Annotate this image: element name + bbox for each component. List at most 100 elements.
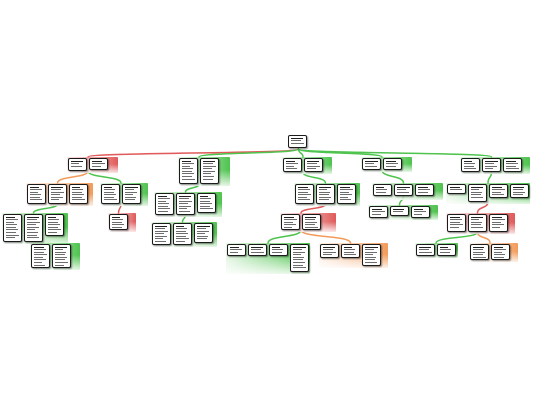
argument-box[interactable]	[101, 184, 120, 204]
box-text-line	[417, 186, 428, 188]
argument-box[interactable]	[295, 184, 314, 204]
argument-box[interactable]	[27, 184, 46, 204]
argument-box[interactable]	[109, 214, 128, 230]
argument-box[interactable]	[411, 206, 430, 218]
argument-box[interactable]	[383, 158, 402, 170]
argument-box[interactable]	[24, 214, 43, 242]
argument-box[interactable]	[437, 244, 456, 256]
box-text-line	[111, 221, 122, 223]
box-text-line	[157, 208, 171, 210]
box-text-line	[375, 186, 384, 188]
argument-box[interactable]	[304, 158, 323, 172]
box-text-line	[306, 165, 320, 167]
box-text-line	[175, 225, 184, 227]
box-text-line	[463, 163, 476, 165]
argument-box[interactable]	[447, 214, 466, 232]
argument-box[interactable]	[281, 214, 300, 230]
argument-box[interactable]	[316, 184, 335, 204]
box-text-line	[472, 246, 485, 248]
argument-box[interactable]	[248, 244, 267, 256]
box-text-line	[70, 163, 79, 165]
argument-box[interactable]	[468, 184, 487, 202]
argument-box[interactable]	[461, 158, 480, 172]
argument-box[interactable]	[489, 214, 508, 232]
argument-box[interactable]	[155, 193, 174, 215]
box-text-line	[54, 264, 65, 266]
argument-box[interactable]	[227, 244, 246, 256]
box-text-line	[124, 191, 137, 193]
argument-box[interactable]	[290, 244, 309, 272]
argument-box[interactable]	[390, 206, 409, 216]
argument-box[interactable]	[48, 184, 67, 204]
argument-box[interactable]	[416, 244, 435, 256]
box-text-line	[71, 189, 84, 191]
argument-box[interactable]	[31, 244, 50, 268]
argument-box[interactable]	[415, 184, 434, 196]
box-text-line	[5, 224, 18, 226]
box-text-line	[297, 189, 311, 191]
box-text-line	[154, 225, 168, 227]
root-claim-box[interactable]	[288, 135, 307, 148]
box-text-line	[111, 224, 125, 226]
argument-box[interactable]	[394, 184, 413, 196]
argument-box[interactable]	[491, 244, 510, 260]
box-text-line	[292, 251, 305, 253]
box-text-line	[29, 186, 40, 188]
argument-box[interactable]	[362, 158, 381, 170]
argument-box[interactable]	[362, 244, 381, 266]
argument-box[interactable]	[369, 206, 388, 218]
argument-box[interactable]	[176, 193, 195, 215]
box-text-line	[154, 230, 168, 232]
box-text-line	[54, 262, 68, 264]
argument-box[interactable]	[269, 244, 288, 256]
argument-box[interactable]	[200, 158, 219, 184]
argument-box[interactable]	[45, 214, 64, 236]
box-text-line	[181, 173, 195, 175]
argument-box[interactable]	[470, 244, 489, 260]
box-text-line	[306, 163, 318, 165]
box-text-line	[449, 216, 460, 218]
box-text-line	[304, 221, 318, 223]
box-text-line	[202, 165, 216, 167]
box-text-line	[54, 259, 66, 261]
argument-box[interactable]	[447, 184, 466, 194]
argument-box[interactable]	[320, 244, 339, 258]
box-text-line	[505, 165, 517, 167]
argument-box[interactable]	[122, 184, 141, 204]
argument-box[interactable]	[3, 214, 22, 242]
argument-box[interactable]	[69, 184, 88, 204]
box-text-line	[33, 262, 42, 264]
argument-box[interactable]	[302, 214, 321, 230]
argument-box[interactable]	[89, 158, 108, 170]
argument-box[interactable]	[373, 184, 392, 196]
argument-box[interactable]	[194, 223, 213, 243]
box-text-line	[26, 216, 40, 218]
argument-box[interactable]	[173, 223, 192, 245]
argument-box[interactable]	[52, 244, 71, 268]
box-text-line	[71, 191, 82, 193]
argument-box[interactable]	[468, 214, 487, 232]
argument-box[interactable]	[503, 158, 522, 172]
argument-box[interactable]	[197, 193, 216, 213]
argument-box[interactable]	[179, 158, 198, 184]
reason-group-banner[interactable]	[446, 183, 530, 204]
box-text-line	[364, 246, 378, 248]
box-text-line	[202, 173, 211, 175]
argument-box[interactable]	[152, 223, 171, 245]
box-text-line	[396, 189, 407, 191]
box-text-line	[413, 211, 426, 213]
box-text-line	[124, 194, 133, 196]
box-text-line	[154, 235, 167, 237]
box-text-line	[418, 246, 432, 248]
argument-box[interactable]	[337, 184, 356, 204]
argument-box[interactable]	[341, 244, 360, 258]
box-text-line	[364, 251, 377, 253]
argument-box[interactable]	[68, 158, 87, 171]
box-text-line	[26, 219, 38, 221]
box-text-line	[364, 160, 378, 162]
argument-box[interactable]	[283, 158, 302, 172]
argument-box[interactable]	[482, 158, 501, 172]
argument-box[interactable]	[510, 184, 529, 198]
argument-box[interactable]	[489, 184, 508, 198]
